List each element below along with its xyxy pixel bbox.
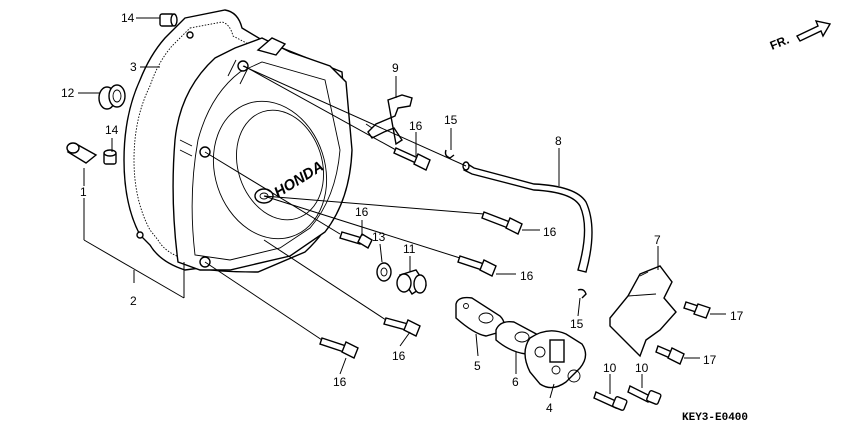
cover-bolts <box>655 301 711 365</box>
callout-16-c: 16 <box>355 205 369 219</box>
callout-6: 6 <box>512 375 519 389</box>
callout-8: 8 <box>555 134 562 148</box>
callout-14-top: 14 <box>121 11 135 25</box>
callout-1: 1 <box>80 185 87 199</box>
callout-10-a: 10 <box>603 361 617 375</box>
callout-12: 12 <box>61 86 75 100</box>
pump-screws <box>593 385 662 411</box>
oil-pump-cover <box>609 265 677 358</box>
callout-14-lower: 14 <box>105 123 119 137</box>
leader-lines <box>78 17 726 399</box>
callout-16-f: 16 <box>333 375 347 389</box>
callout-2: 2 <box>130 294 137 308</box>
callout-13: 13 <box>372 230 386 244</box>
direction-label: FR. <box>768 33 791 53</box>
hose-clamp-bracket <box>365 94 413 146</box>
callout-7: 7 <box>654 233 661 247</box>
callout-10-b: 10 <box>635 361 649 375</box>
callout-labels: 14 3 12 14 1 2 9 16 15 8 16 16 13 11 16 … <box>61 11 744 415</box>
bearing <box>98 84 126 110</box>
callout-9: 9 <box>392 61 399 75</box>
dowel-pin-lower <box>103 149 117 165</box>
callout-15-top: 15 <box>444 113 458 127</box>
oil-pump <box>524 330 587 389</box>
dowel-pin-top <box>159 13 178 27</box>
callout-16-a: 16 <box>409 119 423 133</box>
callout-3: 3 <box>130 60 137 74</box>
callout-15-lower: 15 <box>570 317 584 331</box>
sealing-washer <box>376 262 392 282</box>
callout-11: 11 <box>403 242 416 256</box>
front-direction-arrow <box>796 20 832 42</box>
dowel-pin <box>66 142 98 164</box>
callout-5: 5 <box>474 359 481 373</box>
callout-17-b: 17 <box>703 353 717 367</box>
callout-16-b: 16 <box>543 225 557 239</box>
callout-16-d: 16 <box>520 269 534 283</box>
hose-clips <box>444 149 587 299</box>
crankcase-cover <box>172 37 353 271</box>
drawing-code: KEY3-E0400 <box>682 412 748 424</box>
callout-17-a: 17 <box>730 309 744 323</box>
plug-bolt <box>396 269 427 295</box>
flange-bolts <box>319 147 523 359</box>
callout-4: 4 <box>546 401 553 415</box>
callout-16-e: 16 <box>392 349 406 363</box>
